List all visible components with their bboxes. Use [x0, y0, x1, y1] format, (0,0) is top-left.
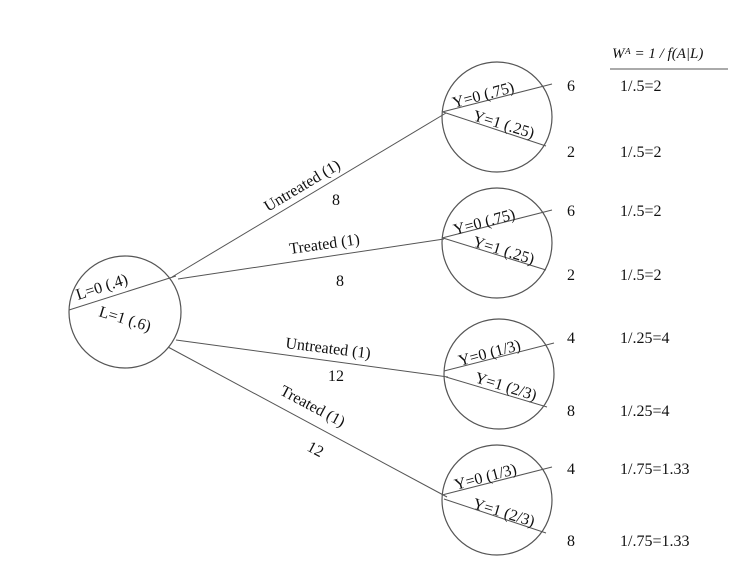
- outcome-weight: 1/.5=2: [620, 203, 661, 220]
- root-bottom-label: L=1 (.6): [97, 304, 153, 336]
- branch-count: 8: [336, 273, 344, 290]
- leaf-node-1: Y=0 (.75) Y=1 (.25): [441, 61, 553, 173]
- weight-header: Wᴬ = 1 / f(A|L): [610, 46, 728, 70]
- leaf-node-2: Y=0 (.75) Y=1 (.25): [441, 187, 553, 299]
- leaf-divider: [443, 342, 555, 372]
- leaf-bottom-label: Y=1 (.25): [471, 234, 536, 269]
- leaf-divider: [441, 466, 553, 496]
- root-node: L=0 (.4) L=1 (.6): [68, 255, 182, 369]
- weight-header-text: Wᴬ = 1 / f(A|L): [612, 46, 703, 62]
- outcome-row-6: 8 1/.25=4: [567, 403, 669, 420]
- leaf-divider-lower: [445, 376, 548, 408]
- outcome-weight: 1/.5=2: [620, 267, 661, 284]
- outcome-row-8: 8 1/.75=1.33: [567, 533, 689, 550]
- branch-line-3: [175, 339, 449, 378]
- leaf-bottom-label: Y=1 (.25): [471, 108, 536, 143]
- root-circle: [68, 255, 182, 369]
- branch-line-4: [167, 346, 448, 498]
- branch-count: 8: [332, 192, 340, 209]
- branch-label: Treated (1): [277, 383, 348, 431]
- branch-1: Untreated (1) 8: [261, 157, 343, 216]
- outcome-count: 6: [567, 203, 575, 220]
- leaf-node-4: Y=0 (1/3) Y=1 (2/3): [441, 444, 553, 556]
- leaf-top-label: Y=0 (.75): [451, 79, 516, 112]
- outcome-count: 2: [567, 267, 575, 284]
- leaf-divider-lower: [442, 237, 547, 271]
- leaf-divider-lower: [442, 111, 547, 147]
- leaf-divider: [441, 83, 553, 113]
- leaf-circle: [441, 187, 553, 299]
- outcome-weight: 1/.75=1.33: [620, 533, 689, 550]
- leaf-top-label: Y=0 (1/3): [453, 461, 519, 494]
- outcome-count: 6: [567, 78, 575, 95]
- outcome-row-3: 6 1/.5=2: [567, 203, 661, 220]
- outcome-row-1: 6 1/.5=2: [567, 78, 661, 95]
- outcome-row-4: 2 1/.5=2: [567, 267, 661, 284]
- branch-4: Treated (1) 12: [277, 383, 348, 462]
- outcome-row-7: 4 1/.75=1.33: [567, 461, 689, 478]
- branch-label: Treated (1): [288, 231, 361, 258]
- branch-3: Untreated (1) 12: [285, 335, 372, 385]
- outcome-row-2: 2 1/.5=2: [567, 144, 661, 161]
- outcome-count: 2: [567, 144, 575, 161]
- leaf-divider: [441, 209, 553, 239]
- branch-line-2: [177, 238, 445, 280]
- leaf-circle: [441, 444, 553, 556]
- leaf-circle: [441, 61, 553, 173]
- outcome-row-5: 4 1/.25=4: [567, 330, 669, 347]
- branch-count: 12: [328, 368, 344, 385]
- leaf-node-3: Y=0 (1/3) Y=1 (2/3): [443, 318, 555, 430]
- leaf-bottom-label: Y=1 (2/3): [471, 496, 537, 531]
- leaf-top-label: Y=0 (.75): [452, 206, 517, 239]
- outcome-weight: 1/.75=1.33: [620, 461, 689, 478]
- branch-label: Untreated (1): [285, 335, 372, 362]
- leaf-divider-lower: [443, 498, 547, 534]
- root-divider: [68, 275, 177, 311]
- branch-line-1: [171, 112, 447, 278]
- outcome-count: 4: [567, 330, 575, 347]
- outcome-count: 4: [567, 461, 575, 478]
- outcome-weight: 1/.5=2: [620, 144, 661, 161]
- leaf-circle: [443, 318, 555, 430]
- outcome-weight: 1/.25=4: [620, 403, 669, 420]
- outcome-count: 8: [567, 533, 575, 550]
- leaf-top-label: Y=0 (1/3): [457, 337, 523, 370]
- branch-count: 12: [304, 439, 326, 462]
- outcome-count: 8: [567, 403, 575, 420]
- outcome-weight: 1/.25=4: [620, 330, 669, 347]
- leaf-bottom-label: Y=1 (2/3): [473, 370, 539, 405]
- outcome-weight: 1/.5=2: [620, 78, 661, 95]
